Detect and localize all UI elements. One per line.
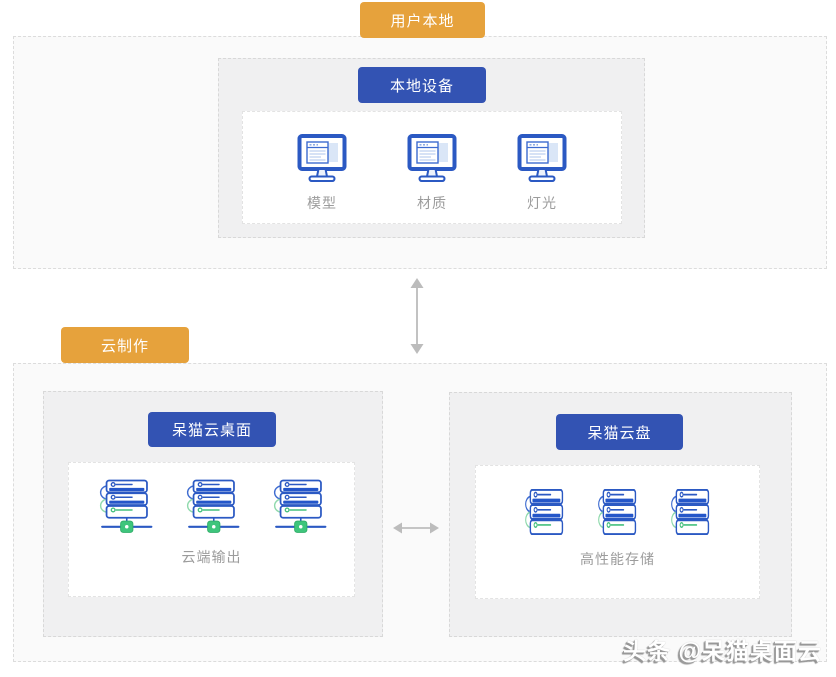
device-icon-row: 模型 材质 灯光 <box>296 132 568 213</box>
device-label-material: 材质 <box>417 195 447 211</box>
storage-server-row <box>522 489 714 535</box>
badge-cloud-desktop: 呆猫云桌面 <box>148 412 276 447</box>
cloud-disk-caption: 高性能存储 <box>580 551 655 567</box>
vertical-double-arrow-icon <box>410 278 424 354</box>
device-label-lighting: 灯光 <box>527 195 557 211</box>
server-switch-row <box>96 479 328 535</box>
monitor-icon <box>297 134 347 183</box>
cloud-desktop-caption: 云端输出 <box>181 549 242 565</box>
watermark-text: 头条 @呆猫桌面云 <box>623 638 822 664</box>
horizontal-double-arrow-icon <box>393 522 439 534</box>
badge-cloud-disk: 呆猫云盘 <box>556 414 683 450</box>
device-label-model: 模型 <box>307 195 337 211</box>
storage-server-icon <box>524 489 563 535</box>
storage-server-icon <box>597 489 636 535</box>
device-item-model: 模型 <box>296 132 348 213</box>
device-item-lighting: 灯光 <box>516 132 568 213</box>
monitor-icon <box>517 134 567 183</box>
monitor-icon <box>407 134 457 183</box>
server-switch-icon <box>99 479 152 534</box>
cloud-disk-panel: 高性能存储 <box>475 465 760 599</box>
device-item-material: 材质 <box>406 132 458 213</box>
badge-user-local: 用户本地 <box>360 2 485 38</box>
local-devices-panel: 模型 材质 灯光 <box>242 111 622 224</box>
cloud-desktop-panel: 云端输出 <box>68 462 355 597</box>
server-switch-icon <box>273 479 326 534</box>
badge-cloud-production: 云制作 <box>61 327 189 363</box>
server-switch-icon <box>186 479 239 534</box>
badge-local-devices: 本地设备 <box>358 67 486 103</box>
storage-server-icon <box>670 489 709 535</box>
